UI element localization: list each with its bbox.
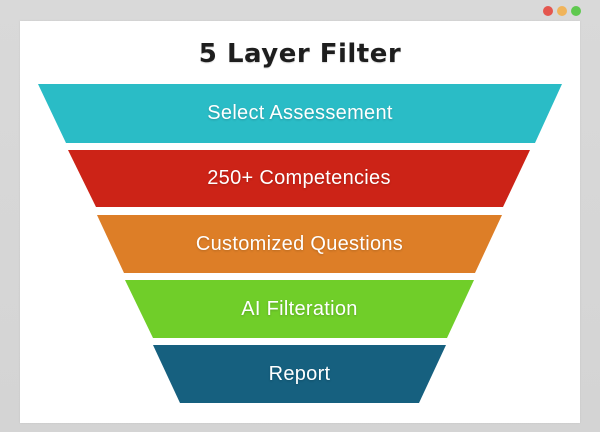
funnel-diagram: Select Assessement 250+ Competencies Cus… — [20, 21, 580, 423]
funnel-layer-report: Report — [153, 345, 446, 403]
page-title: 5 Layer Filter — [198, 39, 402, 69]
window-dot-amber-icon[interactable] — [557, 6, 567, 16]
funnel-layer-label: Report — [268, 362, 331, 385]
window-dot-green-icon[interactable] — [571, 6, 581, 16]
funnel-layer-label: 250+ Competencies — [207, 167, 391, 189]
funnel-layer-select-assessment: Select Assessement — [38, 84, 562, 143]
funnel-layer-customized-questions: Customized Questions — [97, 215, 502, 273]
funnel-layer-ai-filteration: AI Filteration — [125, 280, 474, 338]
funnel-layer-label: Select Assessement — [207, 102, 393, 124]
content-card: 5 Layer Filter Select Assessement 250+ C… — [20, 21, 580, 423]
funnel-layer-label: AI Filteration — [241, 297, 358, 320]
window-dot-red-icon[interactable] — [543, 6, 553, 16]
funnel-layer-label: Customized Questions — [195, 232, 404, 255]
funnel-layer-competencies: 250+ Competencies — [68, 150, 530, 207]
window-controls — [543, 6, 581, 16]
